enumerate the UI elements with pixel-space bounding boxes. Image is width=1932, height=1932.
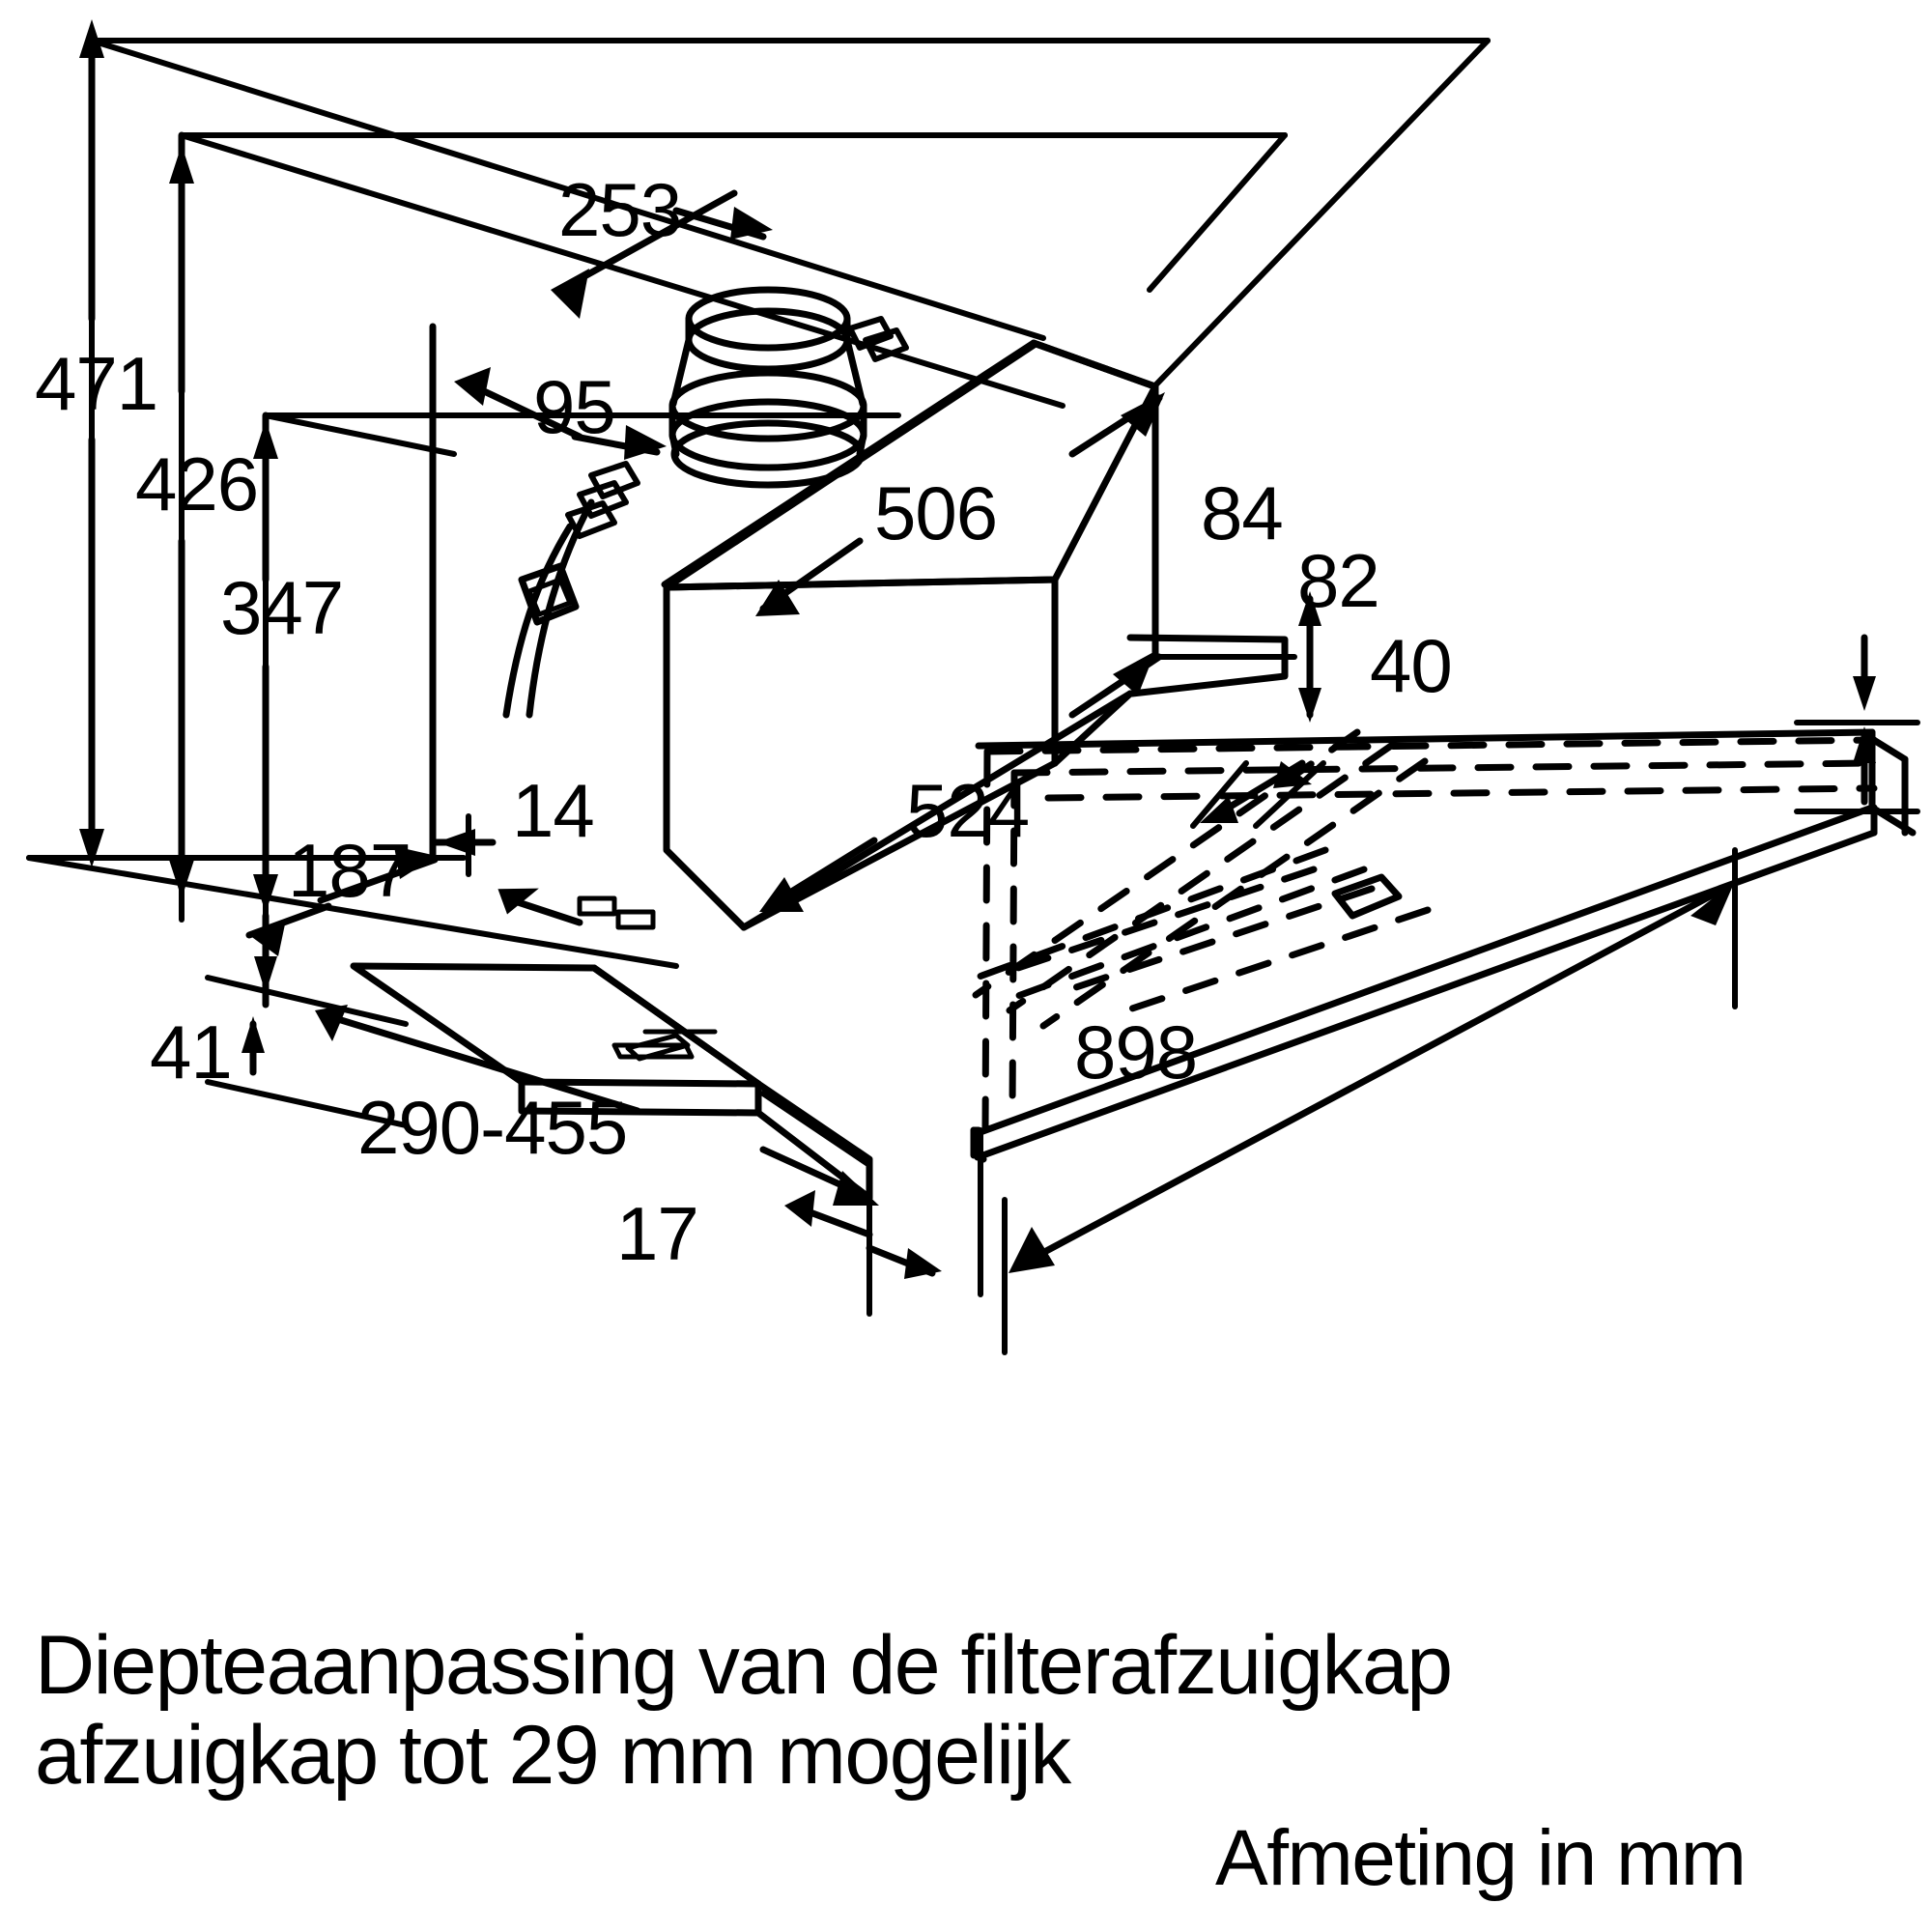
dimension-label-17: 17	[616, 1191, 699, 1276]
dimension-label-898: 898	[1074, 1009, 1198, 1094]
caption-note-line-2: afzuigkap tot 29 mm mogelijk	[35, 1708, 1071, 1802]
construction-lines	[26, 19, 1920, 1355]
caption-unit-note: Afmeting in mm	[1215, 1814, 1747, 1902]
dimension-label-426: 426	[135, 441, 259, 526]
dimension-label-95: 95	[533, 364, 616, 449]
dimension-label-347: 347	[220, 565, 344, 650]
caption-note: Diepteaanpassing van de filterafzuigkap …	[35, 1619, 1453, 1802]
dimension-label-253: 253	[558, 167, 682, 252]
dimension-label-471: 471	[35, 341, 158, 426]
dimension-label-41: 41	[150, 1009, 233, 1094]
dimension-label-82: 82	[1297, 538, 1380, 623]
dimension-label-290-455: 290-455	[357, 1085, 628, 1170]
dimension-label-524: 524	[906, 768, 1030, 853]
dimension-label-40: 40	[1370, 623, 1453, 708]
dimension-label-84: 84	[1201, 470, 1284, 555]
dimension-label-506: 506	[874, 470, 998, 555]
dimension-label-14: 14	[512, 768, 595, 853]
caption-note-line-1: Diepteaanpassing van de filterafzuigkap	[35, 1619, 1453, 1712]
dimension-label-187: 187	[288, 828, 412, 913]
